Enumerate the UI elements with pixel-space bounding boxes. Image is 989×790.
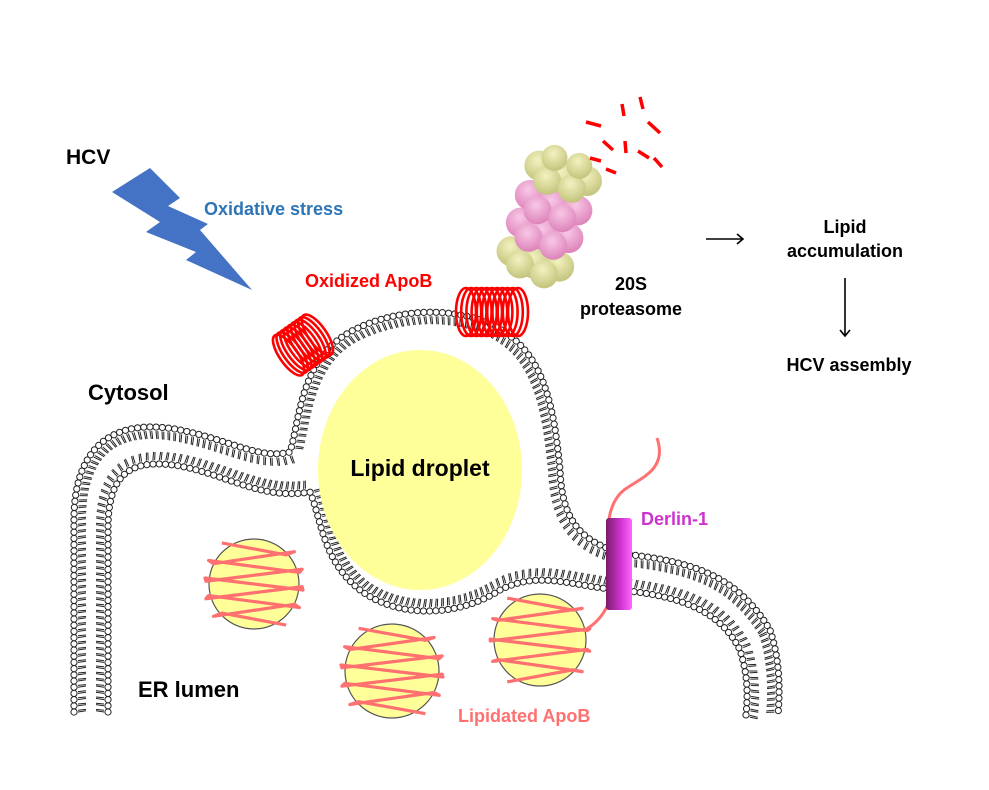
arrow-down-icon (839, 278, 851, 338)
lipid-accumulation-label-line1: Lipid (824, 217, 867, 237)
oxidized-apob-label: Oxidized ApoB (305, 271, 432, 291)
er-lumen-label: ER lumen (138, 677, 239, 702)
proteasome-label-line1: 20S (615, 274, 647, 294)
hcv-label: HCV (66, 146, 110, 169)
hcv-assembly-label: HCV assembly (786, 355, 911, 375)
lipidated-apob-particle-2 (339, 623, 445, 719)
oxidized-apob-coil-left (271, 313, 335, 377)
proteasome-icon (496, 144, 602, 289)
derlin-1-channel (606, 518, 632, 610)
proteasome-label-line2: proteasome (580, 299, 682, 319)
lipid-accumulation-label-line2: accumulation (787, 241, 903, 261)
lightning-bolt-icon (112, 168, 252, 290)
oxidized-apob-coil-right (454, 286, 530, 338)
peptide-fragments (585, 96, 664, 175)
lipidated-apob-particle-3 (488, 593, 592, 687)
oxidative-stress-label: Oxidative stress (204, 199, 343, 219)
lipid-droplet-label: Lipid droplet (350, 455, 490, 481)
lipidated-apob-label: Lipidated ApoB (458, 706, 590, 726)
lipidated-apob-particle-1 (203, 538, 305, 630)
derlin-1-label: Derlin-1 (641, 509, 708, 529)
lipid-droplet (318, 350, 522, 590)
cytosol-label: Cytosol (88, 380, 169, 405)
arrow-right-icon (706, 233, 745, 245)
